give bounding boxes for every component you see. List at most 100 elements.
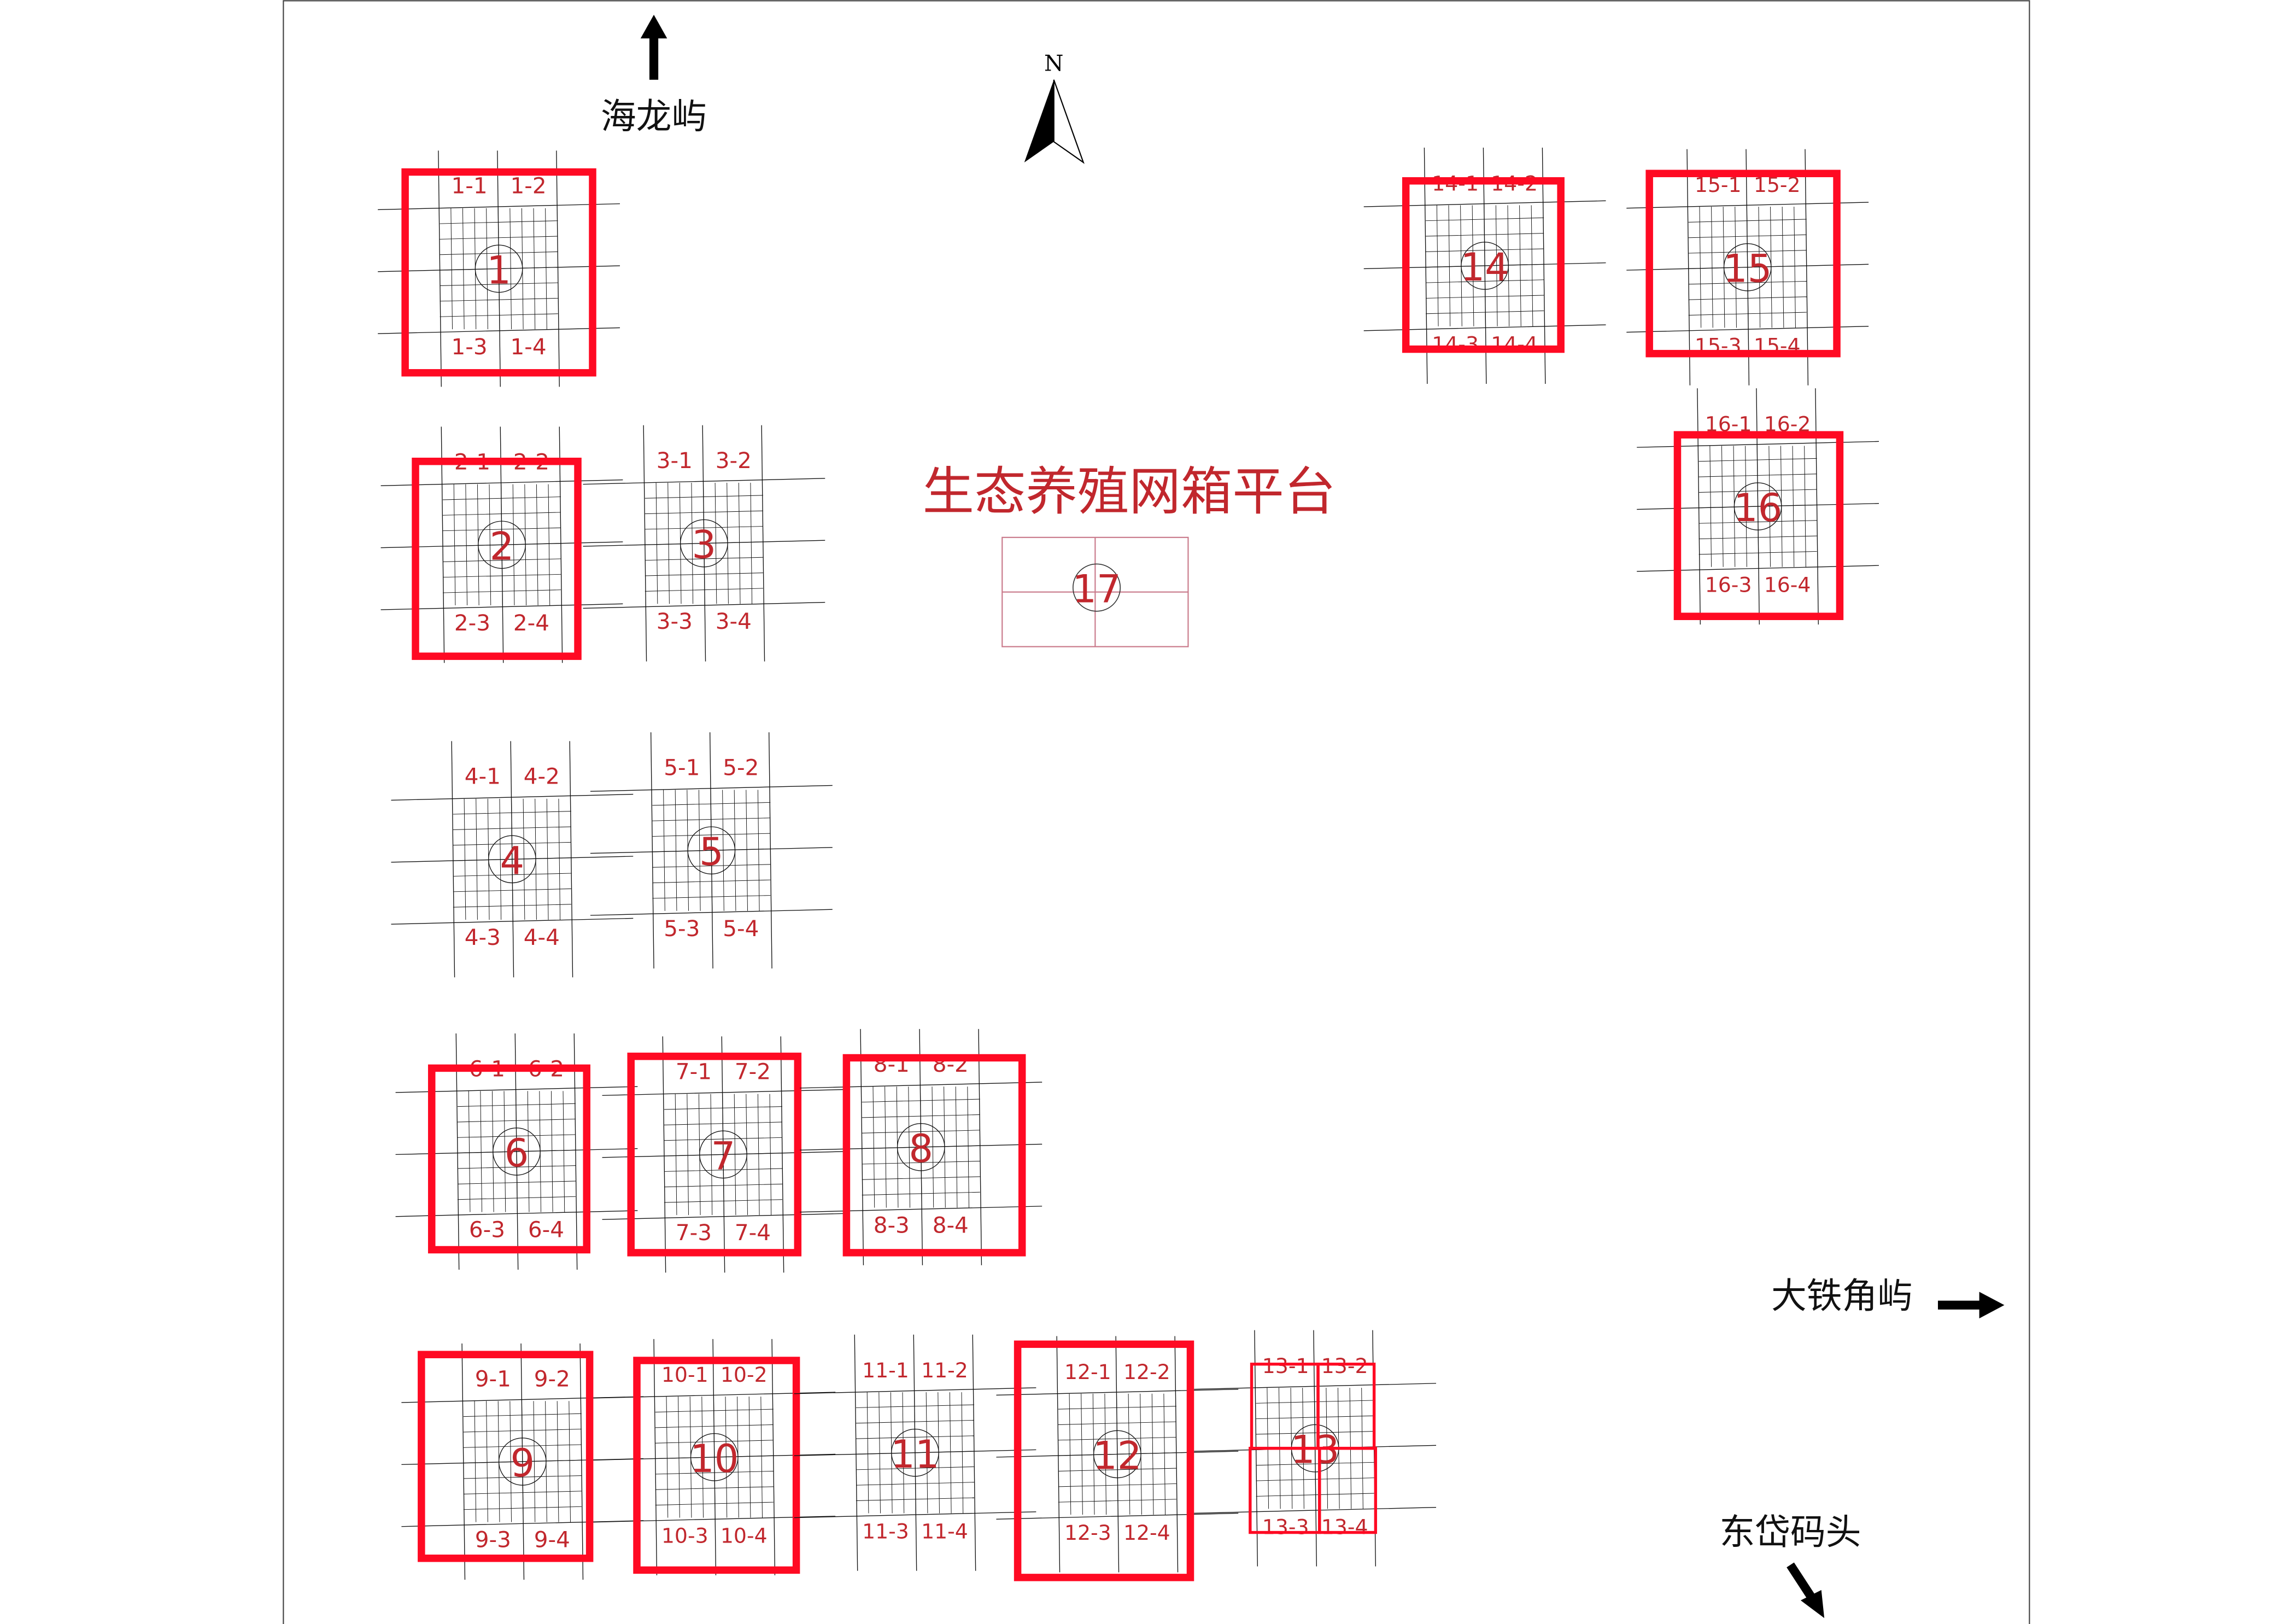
frame-line [438, 150, 442, 387]
net-line [1058, 1421, 1176, 1425]
net-line [545, 208, 547, 330]
net-line [1688, 265, 1807, 269]
net-line [442, 512, 561, 516]
frame-line [395, 1086, 638, 1093]
cage-center-circle [1733, 482, 1782, 530]
net-line [523, 798, 525, 920]
place-label-hailongyu: 海龙屿 [601, 96, 707, 137]
net-line [486, 208, 488, 330]
net-line [1792, 446, 1795, 567]
net-line [949, 1392, 952, 1514]
frame-line [1697, 388, 1701, 625]
sub-cage-label: 8-4 [933, 1212, 969, 1238]
net-line [967, 1086, 969, 1208]
net-line [652, 879, 771, 884]
net-line [442, 574, 561, 578]
frame-line [583, 478, 825, 485]
net-line [1058, 1483, 1176, 1487]
net-line [442, 558, 561, 562]
frame-line [650, 732, 654, 969]
cage-number: 5 [699, 829, 724, 874]
net-line [1495, 205, 1498, 326]
net-line [457, 1196, 576, 1200]
net-line [1256, 1431, 1374, 1435]
frame-line [380, 479, 623, 486]
frame-line [380, 603, 623, 610]
net-line [440, 251, 558, 255]
net-line [512, 484, 515, 606]
frame-line [602, 1213, 845, 1220]
net-line [655, 1455, 774, 1459]
net-line [499, 798, 502, 920]
net-line [509, 1401, 512, 1522]
net-line [856, 1451, 974, 1454]
frame-line [972, 1334, 976, 1571]
net-line [464, 798, 466, 920]
cage-center-circle [1461, 242, 1509, 290]
frame-line [854, 1334, 858, 1571]
net-line [1804, 446, 1806, 567]
net-line [655, 1486, 774, 1490]
net-line [655, 482, 658, 604]
net-line [862, 1176, 980, 1180]
net-line [453, 857, 571, 861]
net-line [1426, 217, 1544, 221]
net-line [678, 1397, 680, 1518]
sub-cage-label: 2-4 [513, 610, 549, 636]
highlight-box [412, 458, 582, 660]
sub-cage-label: 7-2 [735, 1059, 771, 1085]
net-line [750, 482, 753, 604]
frame-line [1626, 202, 1869, 209]
sub-cage-label: 13-2 [1321, 1354, 1368, 1378]
net-line [1688, 250, 1807, 254]
frame-line [583, 601, 825, 609]
sub-cage-label: 10-1 [661, 1363, 708, 1387]
net-line [856, 1419, 974, 1424]
net-line [1698, 474, 1817, 477]
frame-line [573, 1033, 578, 1270]
net-line [1058, 1436, 1176, 1441]
net-line [1058, 1468, 1176, 1471]
net-line [550, 1091, 553, 1212]
frame-line [559, 427, 563, 663]
net-line [457, 1103, 576, 1107]
net-line [462, 208, 465, 330]
net-line [666, 1397, 669, 1518]
net-line [1688, 296, 1807, 300]
cage-center-circle [1723, 243, 1772, 291]
net-line [1698, 458, 1817, 462]
net-line [667, 482, 670, 604]
net-line [675, 790, 677, 911]
southeast-arrow-icon [1787, 1562, 1825, 1619]
frame-line [556, 150, 560, 387]
net-line [757, 790, 760, 911]
net-line [1058, 1406, 1176, 1410]
net-line [1256, 1415, 1374, 1419]
net-line [862, 1114, 980, 1118]
net-line [1081, 1393, 1083, 1515]
frame-line [1805, 149, 1809, 385]
cage-center-circle [493, 1128, 541, 1176]
net-line [652, 864, 771, 868]
highlight-box [1402, 177, 1565, 353]
net-line [548, 484, 550, 606]
net-line [463, 1491, 582, 1494]
net-line [652, 895, 771, 899]
net-line [1256, 1477, 1374, 1481]
net-line [645, 510, 763, 515]
net-line [645, 495, 763, 499]
net-line [558, 798, 561, 920]
net-line [652, 817, 771, 821]
frame-line [579, 1343, 584, 1580]
net-line [645, 541, 763, 545]
net-line [1426, 310, 1544, 314]
sub-cage-label: 1-2 [511, 173, 547, 199]
net-line [453, 811, 571, 815]
net-line [1151, 1393, 1154, 1515]
net-line [655, 1471, 774, 1475]
map-title: 生态养殖网箱平台 [923, 462, 1336, 522]
net-line [453, 904, 571, 908]
frame-line [996, 1388, 1239, 1396]
